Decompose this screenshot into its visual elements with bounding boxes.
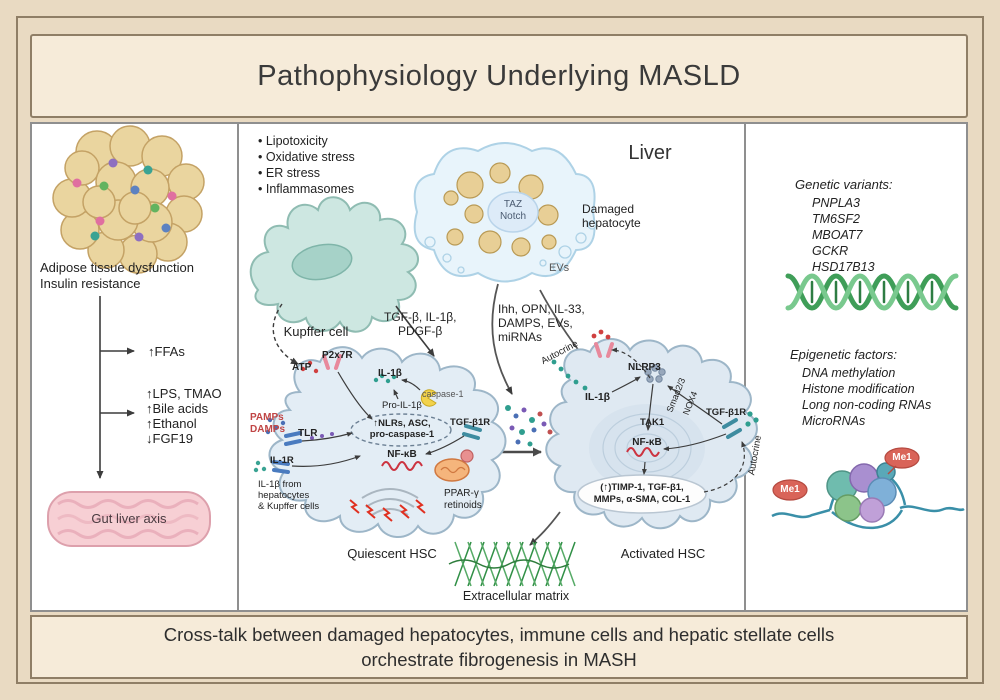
ffas-label: ↑FFAs: [148, 344, 185, 359]
gene-mboat7: MBOAT7: [812, 228, 863, 242]
products-line2: MMPs, α-SMA, COL-1: [593, 494, 691, 505]
hepatocyte-secretes-line3: miRNAs: [498, 330, 542, 344]
a-tgfb1r-label: TGF-β1R: [706, 407, 747, 418]
epi-microrna: MicroRNAs: [802, 414, 866, 428]
me1-label-left: Me1: [780, 484, 800, 495]
q-tgfb1r-label: TGF-β1R: [450, 417, 491, 428]
kupffer-secretes-line1: TGF-β, IL-1β,: [384, 310, 457, 324]
gut-liver-axis-label: Gut liver axis: [91, 511, 167, 526]
gut-factor-2: ↑Bile acids: [146, 401, 209, 416]
page-title: Pathophysiology Underlying MASLD: [257, 59, 741, 92]
pparg-label: PPAR-γ: [444, 488, 479, 499]
genetic-variants-title: Genetic variants:: [795, 177, 893, 192]
tak1-label: TAK1: [640, 417, 665, 428]
products-line1: (↑)TIMP-1, TGF-β1,: [600, 482, 684, 493]
title-banner: Pathophysiology Underlying MASLD: [30, 34, 968, 118]
adipose-caption-line1: Adipose tissue dysfunction: [40, 260, 194, 275]
hepatocyte-secretes-line1: Ihh, OPN, IL-33,: [498, 302, 585, 316]
il1r-label: IL-1R: [270, 455, 294, 466]
caption-line-1: Cross-talk between damaged hepatocytes, …: [163, 623, 835, 645]
gene-gckr: GCKR: [812, 244, 849, 258]
kupffer-secretes-line2: PDGF-β: [398, 324, 443, 338]
a-il1b-label: IL-1β: [585, 391, 611, 403]
gut-factor-3: ↑Ethanol: [146, 416, 197, 431]
il1-source-line3: & Kupffer cells: [258, 501, 320, 512]
caption-banner: Cross-talk between damaged hepatocytes, …: [30, 615, 968, 679]
liver-label: Liver: [628, 142, 672, 164]
gut-factor-1: ↑LPS, TMAO: [146, 386, 222, 401]
caption-line-2: orchestrate fibrogenesis in MASH: [361, 648, 637, 670]
pamps-label: PAMPs: [250, 412, 284, 423]
q-nfkb-label: NF-κB: [387, 449, 417, 460]
taz-label: TAZ: [503, 199, 523, 210]
nlrp3-label: NLRP3: [628, 362, 661, 373]
retinoids-label: retinoids: [444, 500, 482, 511]
inflammasome-label2: pro-caspase-1: [369, 429, 435, 440]
panel-liver: [239, 124, 746, 610]
gut-factor-4: ↓FGF19: [146, 431, 193, 446]
p2x7r-label: P2x7R: [322, 350, 353, 361]
notch-label: Notch: [499, 211, 527, 222]
damaged-hepatocyte-label2: hepatocyte: [582, 216, 641, 230]
gene-tm6sf2: TM6SF2: [812, 212, 860, 226]
evs-label: EVs: [549, 262, 570, 274]
atp-label: ATP: [292, 362, 312, 373]
epi-histone-modification: Histone modification: [802, 382, 915, 396]
a-nfkb-label: NF-κB: [632, 437, 662, 448]
adipose-caption-line2: Insulin resistance: [40, 276, 141, 291]
stress-item-inflammasomes: Inflammasomes: [258, 182, 354, 196]
caspase1-label: caspase-1: [422, 389, 464, 399]
activated-hsc-label: Activated HSC: [620, 546, 706, 561]
epi-dna-methylation: DNA methylation: [802, 366, 896, 380]
epi-lncrna: Long non-coding RNAs: [802, 398, 932, 412]
stress-item-oxidative: Oxidative stress: [258, 150, 355, 164]
tlr-label: TLR: [298, 428, 318, 439]
kupffer-cell-label: Kupffer cell: [283, 324, 349, 339]
q-il1b-label: IL-1β: [378, 368, 402, 379]
gene-hsd17b13: HSD17B13: [812, 260, 875, 274]
panel-adipose-gut: [32, 124, 239, 610]
damaged-hepatocyte-label1: Damaged: [582, 202, 635, 216]
ecm-label: Extracellular matrix: [462, 589, 570, 603]
epigenetic-factors-title: Epigenetic factors:: [790, 347, 897, 362]
stress-item-lipotoxicity: Lipotoxicity: [258, 134, 328, 148]
outer-frame: [16, 16, 984, 684]
stress-item-er: ER stress: [258, 166, 320, 180]
hepatocyte-secretes-line2: DAMPS, EVs,: [498, 316, 573, 330]
gene-pnpla3: PNPLA3: [812, 196, 860, 210]
pro-il1b-label: Pro-IL-1β: [382, 400, 422, 411]
damps-label: DAMPs: [250, 424, 286, 435]
me1-label-right: Me1: [892, 452, 912, 463]
quiescent-hsc-label: Quiescent HSC: [347, 546, 437, 561]
